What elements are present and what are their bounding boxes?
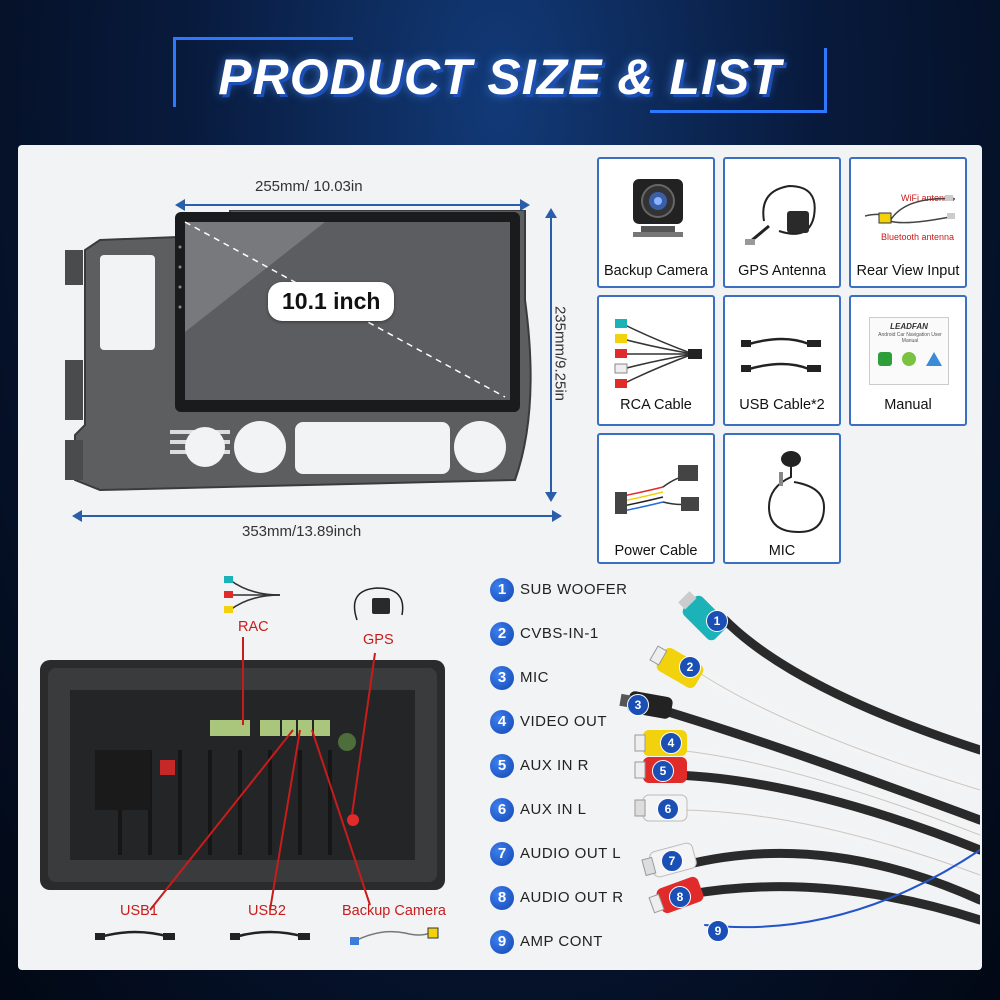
power-cable-icon [615, 465, 699, 514]
height-dimension-label: 235mm/9.25in [551, 305, 569, 402]
accessory-manual: LEADFAN Android Car Navigation User Manu… [849, 295, 967, 426]
gps-label: GPS [363, 632, 394, 648]
width-dimension-line [185, 204, 520, 206]
gps-antenna-small-icon [353, 587, 404, 621]
mic-icon [767, 451, 826, 534]
port-number-badge: 4 [490, 710, 514, 734]
usb2-cable-icon [230, 930, 310, 940]
accessory-rca-cable: RCA Cable [597, 295, 715, 426]
rca-badge-3: 3 [627, 694, 649, 716]
port-number-badge: 6 [490, 798, 514, 822]
header-frame-right [815, 48, 827, 113]
accessory-usb-cable: USB Cable*2 [723, 295, 841, 426]
port-label: AUDIO OUT R [520, 889, 624, 906]
rca-badge-5: 5 [652, 760, 674, 782]
port-list: 1 SUB WOOFER 2 CVBS-IN-1 3 MIC 4 VIDEO O… [490, 578, 640, 954]
rca-badge-9: 9 [707, 920, 729, 942]
header-frame-left [173, 37, 185, 107]
port-number-badge: 9 [490, 930, 514, 954]
rca-badge-4: 4 [660, 732, 682, 754]
accessory-backup-camera: Backup Camera [597, 157, 715, 288]
header-banner: PRODUCT SIZE & LIST [0, 0, 1000, 140]
rear-view-input-icon [865, 195, 956, 224]
port-label: AUX IN L [520, 801, 587, 818]
arrow-down-icon [545, 492, 557, 502]
rca-badge-7: 7 [661, 850, 683, 872]
port-label: CVBS-IN-1 [520, 625, 599, 642]
port-label: AUDIO OUT L [520, 845, 622, 862]
rca-badge-2: 2 [679, 656, 701, 678]
accessory-label: GPS Antenna [738, 263, 826, 279]
accessory-label: Backup Camera [604, 263, 708, 279]
accessory-gps-antenna: GPS Antenna [723, 157, 841, 288]
accessory-mic: MIC [723, 433, 841, 564]
rca-bundle-icon [224, 576, 281, 613]
android-auto-icon [926, 352, 942, 366]
arrow-right-icon [552, 510, 562, 522]
port-label: AMP CONT [520, 933, 603, 950]
height-dimension-line [550, 215, 552, 495]
port-number-badge: 7 [490, 842, 514, 866]
port-label: SUB WOOFER [520, 581, 628, 598]
accessory-label: USB Cable*2 [739, 397, 825, 413]
wifi-antenna-note: WiFi antenna [901, 193, 955, 203]
page-title: PRODUCT SIZE & LIST [218, 49, 782, 105]
accessory-label: RCA Cable [620, 397, 692, 413]
port-number-badge: 3 [490, 666, 514, 690]
accessory-power-cable: Power Cable [597, 433, 715, 564]
arrow-right-icon [520, 199, 530, 211]
accessory-label: MIC [768, 543, 796, 559]
port-label: MIC [520, 669, 549, 686]
port-number-badge: 1 [490, 578, 514, 602]
accessory-label: Power Cable [614, 543, 698, 559]
rca-cable-icon [614, 319, 702, 388]
accessory-label: Manual [884, 397, 932, 413]
usb1-cable-icon [95, 930, 175, 940]
header-frame-top [173, 37, 353, 40]
rca-badge-8: 8 [669, 886, 691, 908]
usb-cable-icon [741, 337, 821, 372]
manual-subtitle: Android Car Navigation User Manual [878, 332, 942, 344]
carplay-icon [878, 352, 892, 366]
frame-width-label: 353mm/13.89inch [242, 523, 362, 540]
android-icon [902, 352, 916, 366]
rca-connector-illustration: 1 2 3 4 5 6 7 8 9 [605, 580, 980, 955]
gps-antenna-icon [745, 184, 816, 245]
accessory-label: Rear View Input [856, 263, 960, 279]
arrow-left-icon [175, 199, 185, 211]
backup-camera-icon [633, 179, 683, 237]
screen-size-badge: 10.1 inch [268, 282, 395, 321]
bluetooth-antenna-note: Bluetooth antenna [881, 232, 955, 242]
usb2-label: USB2 [248, 903, 286, 919]
backup-camera-label: Backup Camera [342, 903, 446, 919]
manual-icon: LEADFAN Android Car Navigation User Manu… [869, 317, 949, 385]
rca-badge-1: 1 [706, 610, 728, 632]
screen [175, 212, 520, 412]
rca-badge-6: 6 [657, 798, 679, 820]
port-number-badge: 2 [490, 622, 514, 646]
port-number-badge: 5 [490, 754, 514, 778]
usb1-label: USB1 [120, 903, 158, 919]
manual-brand: LEADFAN [890, 322, 928, 331]
back-panel-diagram: RAC GPS USB1 USB2 Backup Camera [30, 565, 470, 950]
camera-cable-icon [350, 927, 439, 945]
frame-width-line [82, 515, 552, 517]
header-frame-bottom [650, 110, 827, 113]
arrow-left-icon [72, 510, 82, 522]
port-number-badge: 8 [490, 886, 514, 910]
port-label: VIDEO OUT [520, 713, 608, 730]
accessory-rear-view-input: WiFi antenna Bluetooth antenna Rear View… [849, 157, 967, 288]
rac-label: RAC [238, 619, 269, 635]
leader-lines [149, 637, 376, 911]
port-label: AUX IN R [520, 757, 590, 774]
head-unit-diagram: 255mm/ 10.03in 235mm/9.25in 10.1 inch 3 [60, 170, 580, 550]
width-dimension-label: 255mm/ 10.03in [255, 178, 363, 195]
arrow-up-icon [545, 208, 557, 218]
